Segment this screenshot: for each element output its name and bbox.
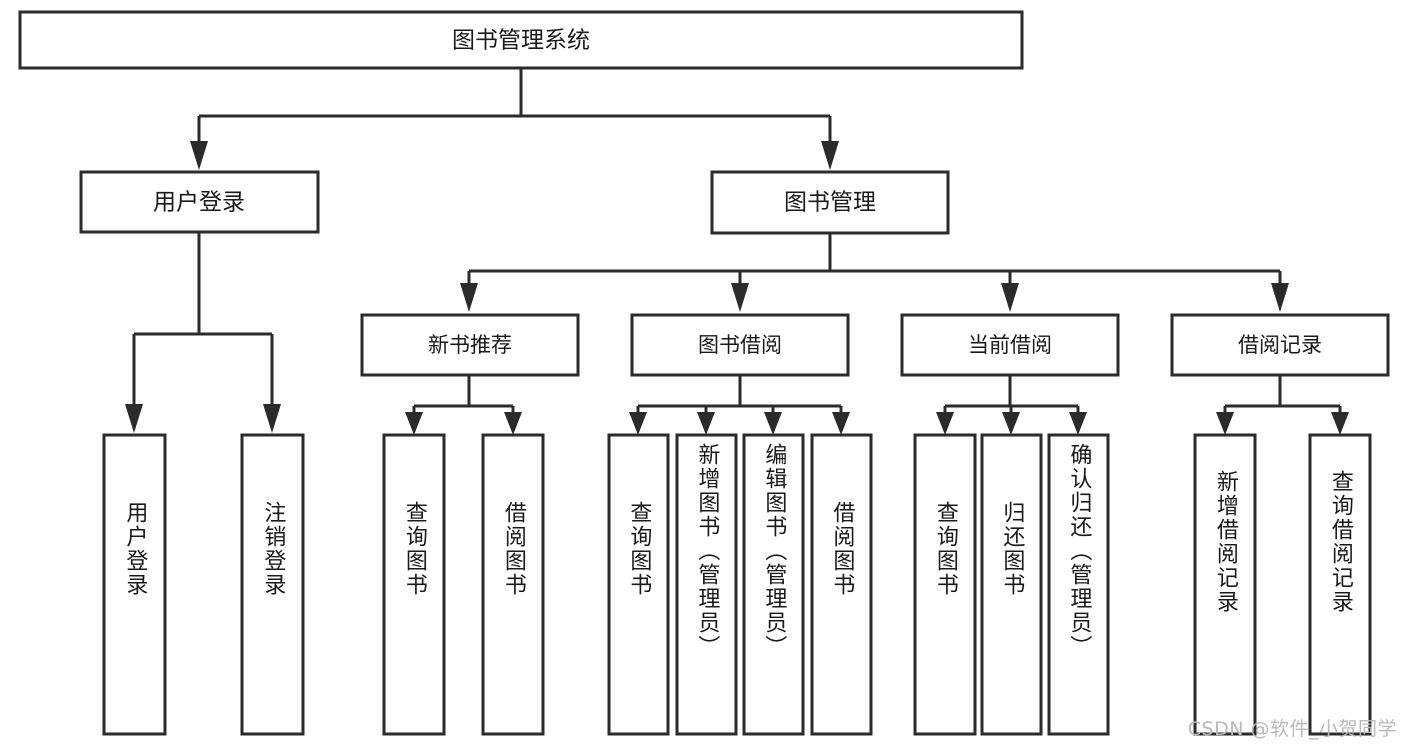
arrow-bookborrow-leaf-4 [832, 412, 850, 435]
node-book-borrow-label: 图书借阅 [698, 333, 782, 357]
arrow-bookborrow-leaf-2 [697, 412, 715, 435]
leaf-borrow-record-1-box[interactable] [1193, 433, 1257, 736]
node-root-label: 图书管理系统 [452, 28, 590, 54]
node-user-login-label: 用户登录 [153, 190, 245, 216]
arrow-userlogin-child-2 [263, 404, 281, 433]
leaf-new-book-1-box[interactable] [382, 433, 446, 736]
node-book-borrow-box[interactable] [630, 313, 850, 377]
leaf-book-borrow-2-box[interactable] [675, 433, 738, 736]
leaf-new-book-2-box[interactable] [481, 433, 545, 736]
leaf-book-borrow-3-box[interactable] [742, 433, 805, 736]
arrow-currentborrow-leaf-3 [1069, 412, 1087, 435]
leaf-borrow-record-2-box[interactable] [1308, 433, 1372, 736]
node-root-box[interactable] [18, 10, 1024, 70]
arrow-root-to-user-login [190, 141, 208, 170]
arrow-borrowrecord-leaf-1 [1216, 412, 1234, 435]
leaf-book-borrow-1-box[interactable] [607, 433, 670, 736]
leaf-user-login-2-box[interactable] [240, 433, 305, 736]
leaf-user-login-1-box[interactable] [102, 433, 167, 736]
arrow-bookborrow-leaf-3 [764, 412, 782, 435]
arrow-newbook-leaf-1 [405, 412, 423, 435]
arrow-root-to-book-mgmt [821, 141, 839, 170]
leaf-current-borrow-1-box[interactable] [913, 433, 977, 736]
node-borrow-record-label: 借阅记录 [1238, 333, 1322, 357]
node-book-management-box[interactable] [710, 170, 950, 235]
arrow-bookmgmt-to-book-borrow [731, 283, 749, 312]
watermark-text: CSDN @软件_小贺同学 [1187, 718, 1397, 740]
leaf-current-borrow-3-box[interactable] [1047, 433, 1110, 736]
arrow-borrowrecord-leaf-2 [1331, 412, 1349, 435]
arrow-bookborrow-leaf-1 [629, 412, 647, 435]
leaf-current-borrow-2-box[interactable] [980, 433, 1043, 736]
arrow-bookmgmt-to-current-borrow [1001, 283, 1019, 312]
node-user-login-box[interactable] [79, 170, 320, 234]
node-new-book-recommend-box[interactable] [360, 313, 580, 377]
leaf-book-borrow-4-box[interactable] [810, 433, 873, 736]
arrow-userlogin-child-1 [125, 404, 143, 433]
arrow-bookmgmt-to-borrow-record [1271, 283, 1289, 312]
arrow-currentborrow-leaf-1 [936, 412, 954, 435]
arrow-bookmgmt-to-new-book [460, 283, 478, 312]
node-current-borrow-box[interactable] [900, 313, 1120, 377]
arrow-newbook-leaf-2 [504, 412, 522, 435]
node-book-management-label: 图书管理 [784, 190, 876, 216]
arrow-currentborrow-leaf-2 [1002, 412, 1020, 435]
edges-layer [125, 68, 1349, 435]
nodes-layer: 图书管理系统 用户登录 图书管理 新书推荐 图书借阅 当前借阅 借阅记录 [18, 10, 1390, 736]
node-current-borrow-label: 当前借阅 [968, 333, 1052, 357]
node-new-book-recommend-label: 新书推荐 [428, 333, 512, 357]
node-borrow-record-box[interactable] [1170, 313, 1390, 377]
